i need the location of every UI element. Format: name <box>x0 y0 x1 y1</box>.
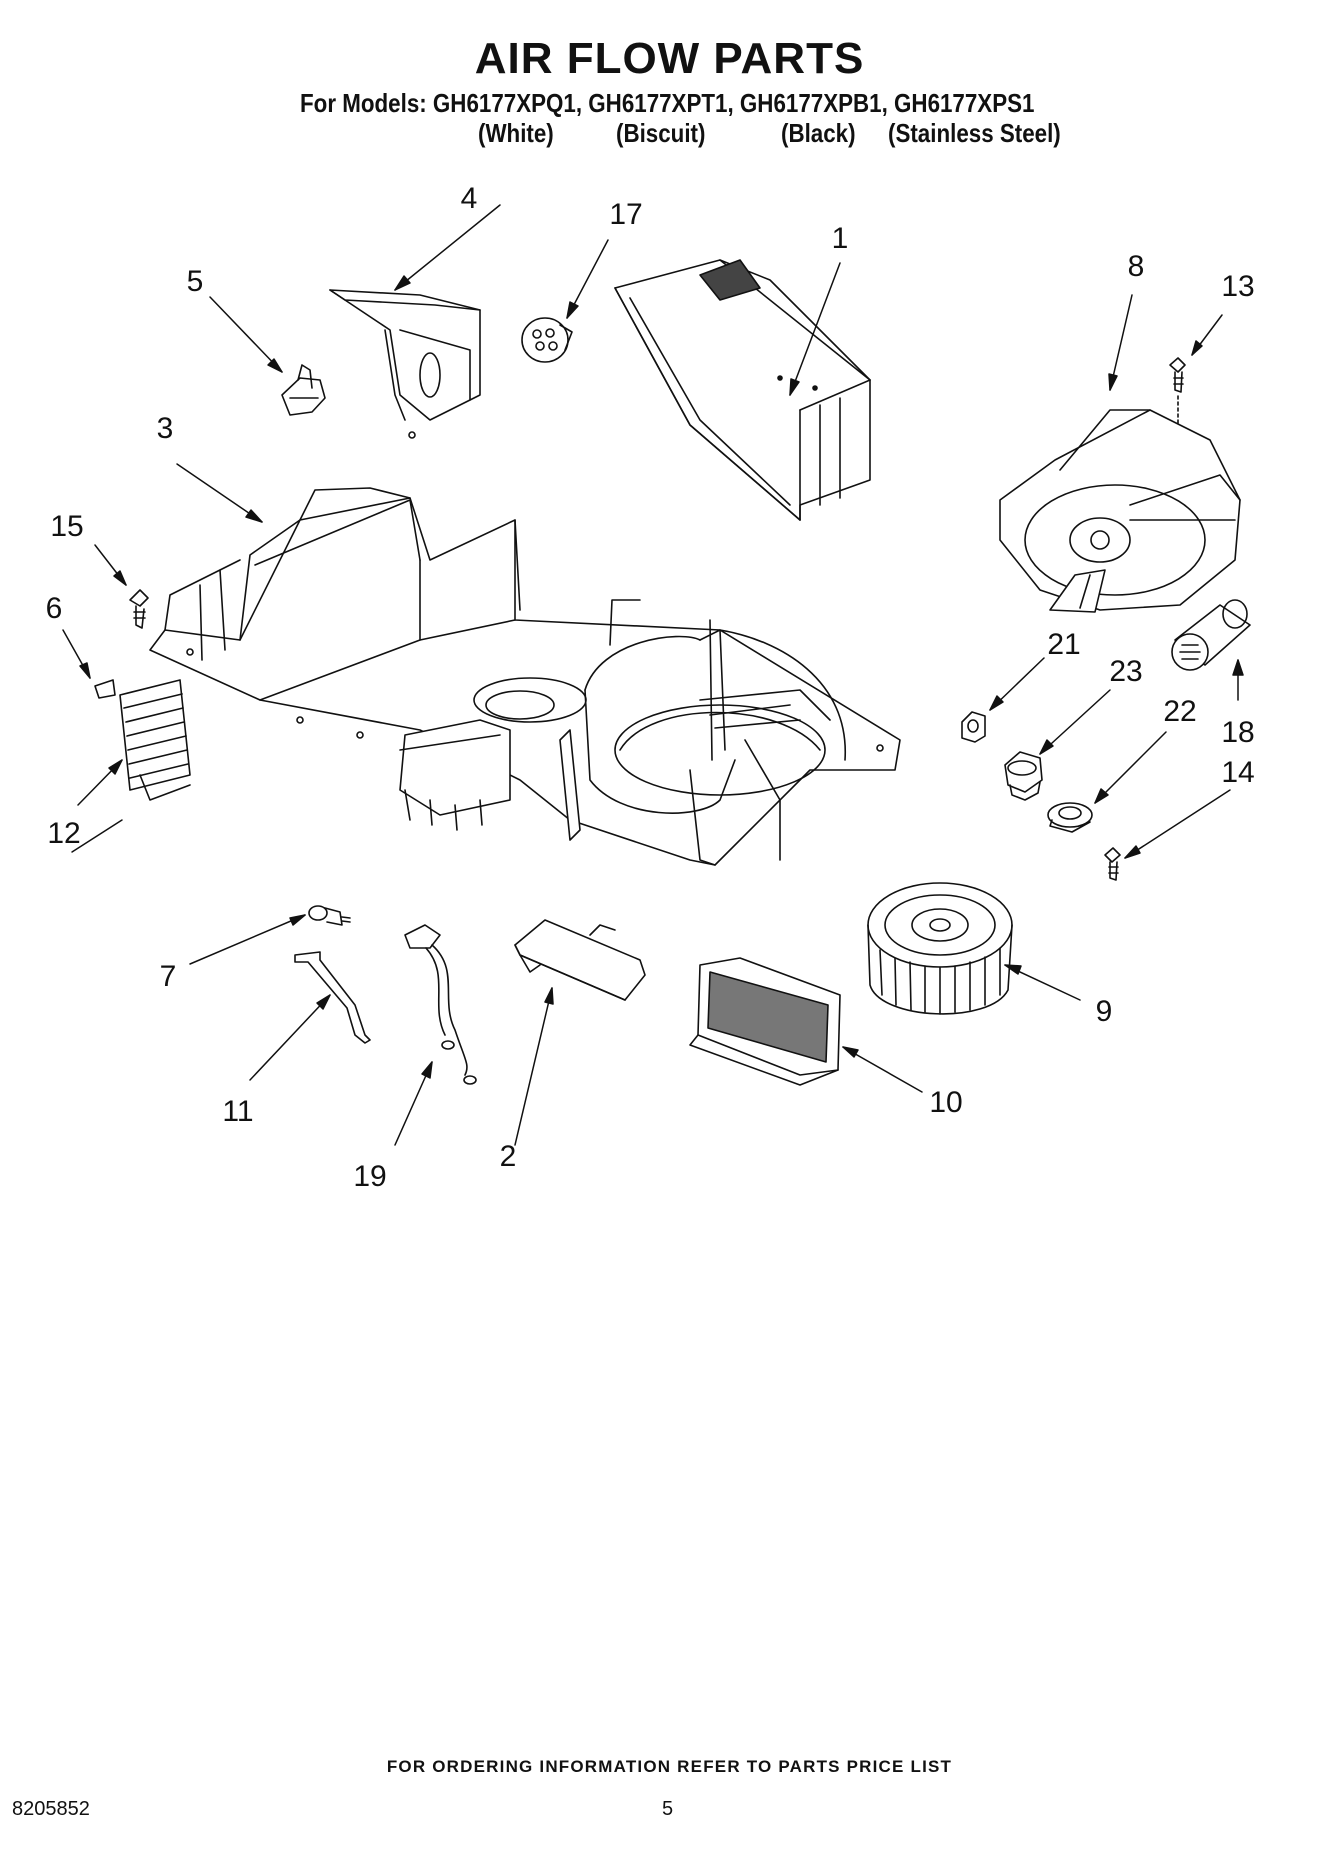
callout-4: 4 <box>460 182 478 215</box>
ordering-info-footer: FOR ORDERING INFORMATION REFER TO PARTS … <box>386 1757 953 1776</box>
part-air-duct <box>614 259 871 521</box>
part-screw-13 <box>1169 357 1186 426</box>
part-capacitor <box>1171 599 1251 671</box>
callout-23: 23 <box>1109 655 1143 688</box>
part-bracket <box>329 289 481 439</box>
part-mesh-filter <box>689 957 841 1086</box>
callout-14: 14 <box>1221 756 1255 789</box>
callout-3: 3 <box>156 412 174 445</box>
part-rod <box>294 951 371 1044</box>
part-thermal-fuse <box>521 317 573 363</box>
part-small-tab <box>94 679 116 699</box>
callout-22: 22 <box>1163 695 1197 728</box>
part-washer <box>1047 802 1093 833</box>
callout-5: 5 <box>186 265 204 298</box>
part-wire-harness <box>404 924 477 1085</box>
part-lamp-socket <box>308 905 351 926</box>
leader-arrows <box>62 204 1244 1146</box>
part-nut <box>961 711 986 743</box>
callout-6: 6 <box>45 592 63 625</box>
callout-1: 1 <box>831 222 849 255</box>
page-title: AIR FLOW PARTS <box>474 34 865 83</box>
part-vent-grille <box>119 679 191 801</box>
part-screw-15 <box>129 589 149 629</box>
callout-12: 12 <box>47 817 81 850</box>
callout-19: 19 <box>353 1160 387 1193</box>
color-biscuit: (Biscuit) <box>616 118 706 148</box>
part-cover-plate <box>514 919 646 1001</box>
callout-8: 8 <box>1127 250 1145 283</box>
part-blower-wheel <box>867 882 1013 1015</box>
callout-18: 18 <box>1221 716 1255 749</box>
part-screw-14 <box>1104 847 1121 881</box>
callout-11: 11 <box>222 1095 254 1128</box>
color-white: (White) <box>478 118 554 148</box>
part-fan-housing <box>999 409 1241 613</box>
callout-17: 17 <box>609 198 643 231</box>
part-clip <box>281 364 326 416</box>
document-number: 8205852 <box>12 1798 90 1820</box>
callout-13: 13 <box>1221 270 1255 303</box>
part-air-guide-base <box>149 487 901 866</box>
page-number: 5 <box>662 1798 674 1820</box>
models-line: For Models: GH6177XPQ1, GH6177XPT1, GH61… <box>300 88 1035 118</box>
callout-21: 21 <box>1047 628 1081 661</box>
color-black: (Black) <box>781 118 856 148</box>
callout-2: 2 <box>499 1140 517 1173</box>
callout-9: 9 <box>1095 995 1113 1028</box>
part-bushing <box>1004 751 1043 801</box>
callout-10: 10 <box>929 1086 963 1119</box>
callout-7: 7 <box>159 960 177 993</box>
callout-15: 15 <box>50 510 84 543</box>
color-stainless-steel: (Stainless Steel) <box>888 118 1061 148</box>
